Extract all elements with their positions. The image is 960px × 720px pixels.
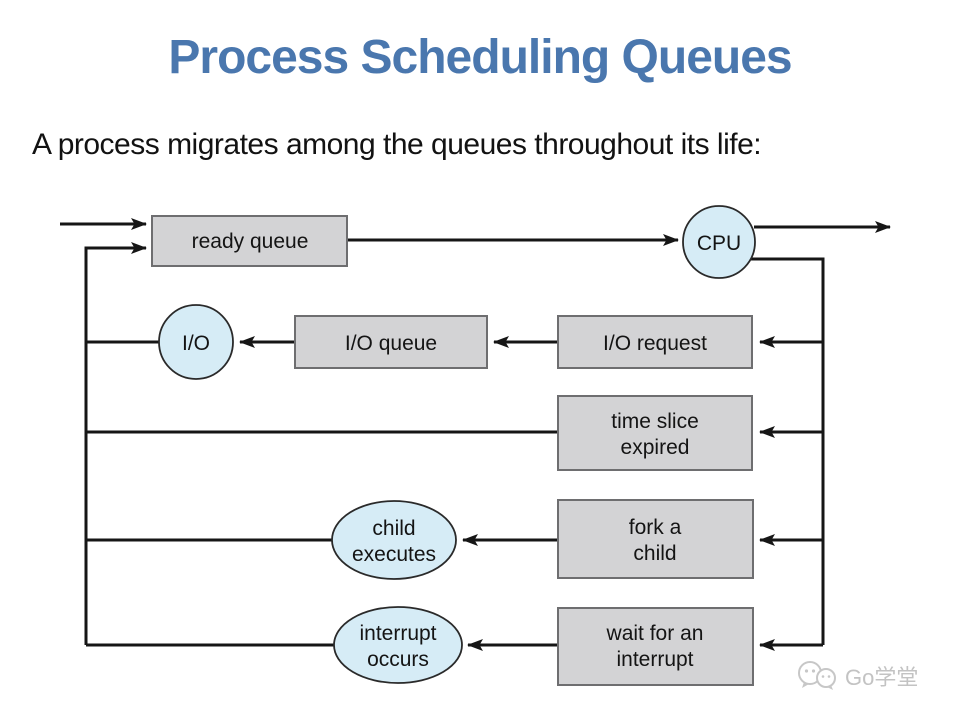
child-executes-label-line2: executes xyxy=(352,543,436,566)
fork-a-child-node: fork a child xyxy=(557,499,754,579)
io-queue-node: I/O queue xyxy=(294,315,488,369)
time-slice-expired-box xyxy=(557,395,753,471)
interrupt-occurs-label-line1: interrupt xyxy=(359,622,436,645)
interrupt-occurs-label-line2: occurs xyxy=(367,648,429,671)
subtitle: A process migrates among the queues thro… xyxy=(32,128,762,161)
io-request-node: I/O request xyxy=(557,315,753,369)
child-executes-ellipse xyxy=(331,500,457,580)
ready-queue-label: ready queue xyxy=(192,230,309,253)
wait-for-interrupt-box xyxy=(557,607,754,686)
io-circle xyxy=(158,304,234,380)
child-executes-label-line1: child xyxy=(372,517,415,540)
page-title: Process Scheduling Queues xyxy=(168,31,792,84)
io-queue-box xyxy=(294,315,488,369)
watermark-text: Go学堂 xyxy=(845,665,919,690)
io-node: I/O xyxy=(158,304,234,380)
io-request-label: I/O request xyxy=(603,332,707,355)
cpu-node: CPU xyxy=(682,205,756,279)
cpu-label: CPU xyxy=(697,232,741,255)
io-label: I/O xyxy=(182,332,210,355)
chat-bubbles-icon xyxy=(798,661,836,690)
time-slice-expired-label-line2: expired xyxy=(621,436,690,459)
interrupt-occurs-node: interrupt occurs xyxy=(333,606,463,684)
fork-a-child-label-line1: fork a xyxy=(629,516,682,539)
ready-queue-node: ready queue xyxy=(151,215,348,267)
left-rail-to-ready-queue xyxy=(84,242,147,645)
right-rail-from-cpu xyxy=(750,257,825,645)
wait-for-interrupt-label-line1: wait for an xyxy=(606,622,704,645)
cpu-circle xyxy=(682,205,756,279)
time-slice-expired-node: time slice expired xyxy=(557,395,753,471)
watermark: Go学堂 xyxy=(796,658,918,694)
io-queue-label: I/O queue xyxy=(345,332,437,355)
fork-a-child-label-line2: child xyxy=(633,542,676,565)
wait-for-interrupt-node: wait for an interrupt xyxy=(557,607,754,686)
fork-a-child-box xyxy=(557,499,754,579)
child-executes-node: child executes xyxy=(331,500,457,580)
ready-queue-box xyxy=(151,215,348,267)
interrupt-occurs-ellipse xyxy=(333,606,463,684)
time-slice-expired-label-line1: time slice xyxy=(611,410,699,433)
wait-for-interrupt-label-line2: interrupt xyxy=(616,648,693,671)
io-request-box xyxy=(557,315,753,369)
